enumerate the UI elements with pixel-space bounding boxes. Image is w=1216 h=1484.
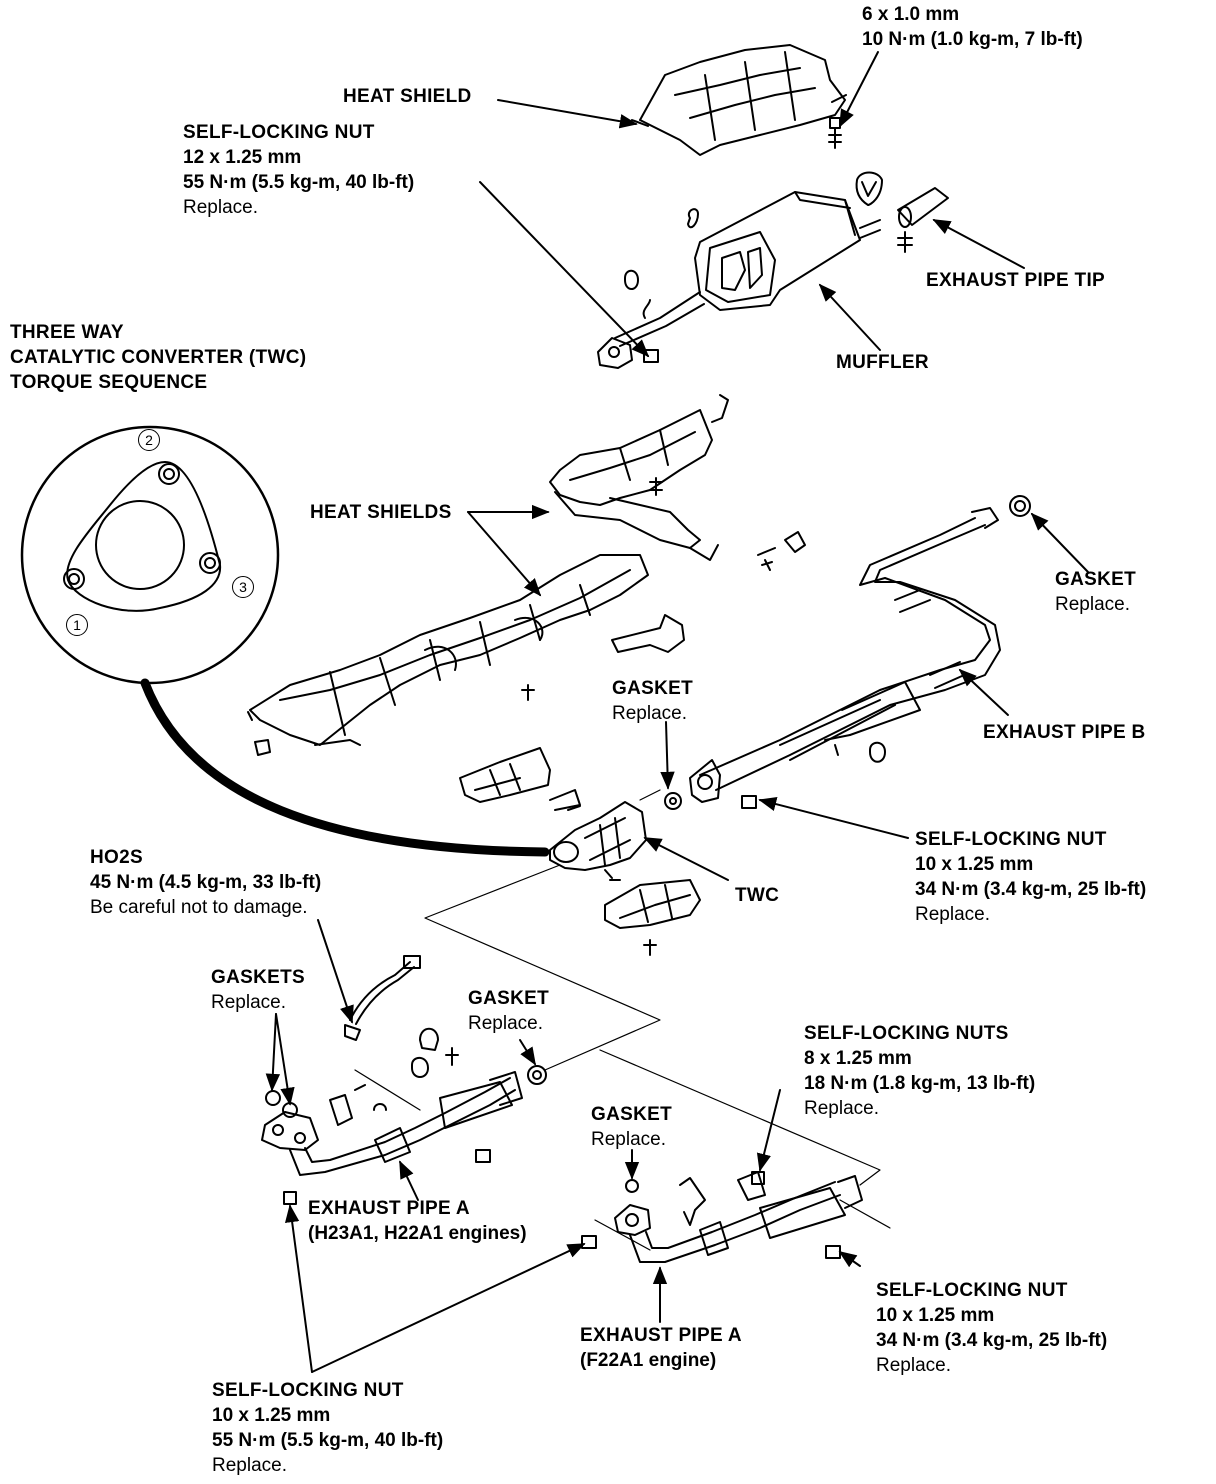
exhaust-pipe-b-label: EXHAUST PIPE B: [983, 720, 1146, 745]
twc-nut-label: SELF-LOCKING NUT 10 x 1.25 mm 34 N·m (3.…: [915, 827, 1146, 927]
gasket-a-top-note: Replace.: [468, 1013, 543, 1034]
top-bolt-label: 6 x 1.0 mm 10 N·m (1.0 kg-m, 7 lb-ft): [862, 2, 1083, 52]
gasket-f22-note: Replace.: [591, 1129, 666, 1150]
nut-right-bottom-size: 10 x 1.25 mm: [876, 1305, 995, 1326]
gasket-twc-title: GASKET: [612, 678, 693, 699]
sequence-number-3: 3: [232, 576, 254, 598]
nut-bottom-left-size: 10 x 1.25 mm: [212, 1405, 331, 1426]
twc-sequence-line1: THREE WAY: [10, 322, 124, 343]
nut-bottom-left-title: SELF-LOCKING NUT: [212, 1380, 404, 1401]
exhaust-pipe-a-f-label: EXHAUST PIPE A (F22A1 engine): [580, 1323, 742, 1373]
exhaust-pipe-a-h-part: [261, 1027, 547, 1205]
sequence-number-2: 2: [138, 429, 160, 451]
twc-nut-size: 10 x 1.25 mm: [915, 854, 1034, 875]
assembly-guide-lines: [354, 789, 891, 1251]
ho2s-note: Be careful not to damage.: [90, 897, 308, 918]
exhaust-pipe-b-part: [689, 495, 1031, 809]
muffler-heat-shield: [631, 44, 847, 156]
heat-shield-bracket: [611, 531, 806, 653]
muffler-hangers: [624, 171, 883, 290]
muffler-title: MUFFLER: [836, 352, 929, 373]
nuts-8-label: SELF-LOCKING NUTS 8 x 1.25 mm 18 N·m (1.…: [804, 1021, 1035, 1121]
heat-shields-title: HEAT SHIELDS: [310, 502, 452, 523]
ho2s-label: HO2S 45 N·m (4.5 kg-m, 33 lb-ft) Be care…: [90, 845, 321, 920]
twc-heat-shields: [459, 747, 701, 956]
exhaust-pipe-a-f-part: [581, 1171, 863, 1263]
nuts-8-title: SELF-LOCKING NUTS: [804, 1023, 1009, 1044]
twc-nut-title: SELF-LOCKING NUT: [915, 829, 1107, 850]
top-bolt: [828, 117, 842, 149]
upper-middle-heat-shield: [549, 394, 729, 561]
ho2s-title: HO2S: [90, 847, 143, 868]
muffler-nut-note: Replace.: [183, 197, 258, 218]
gasket-twc-note: Replace.: [612, 703, 687, 724]
twc-part: [549, 789, 647, 881]
muffler-nut-label: SELF-LOCKING NUT 12 x 1.25 mm 55 N·m (5.…: [183, 120, 414, 220]
muffler-label: MUFFLER: [836, 350, 929, 375]
exhaust-pipe-tip-title: EXHAUST PIPE TIP: [926, 270, 1106, 291]
heat-shield-label: HEAT SHIELD: [343, 84, 472, 109]
muffler-body: [614, 191, 881, 347]
exhaust-pipe-tip-part: [897, 187, 949, 253]
gaskets-a-title: GASKETS: [211, 967, 305, 988]
twc-nut-note: Replace.: [915, 904, 990, 925]
nut-right-bottom-label: SELF-LOCKING NUT 10 x 1.25 mm 34 N·m (3.…: [876, 1278, 1107, 1378]
twc-sequence-label: THREE WAY CATALYTIC CONVERTER (TWC) TORQ…: [10, 320, 306, 395]
twc-nut-torque: 34 N·m (3.4 kg-m, 25 lb-ft): [915, 879, 1147, 900]
gaskets-a-label: GASKETS Replace.: [211, 965, 305, 1015]
twc-sequence-line3: TORQUE SEQUENCE: [10, 372, 208, 393]
gasket-a-top-label: GASKET Replace.: [468, 986, 549, 1036]
ho2s-part: [344, 955, 421, 1041]
nut-bottom-left-torque: 55 N·m (5.5 kg-m, 40 lb-ft): [212, 1430, 444, 1451]
gasket-f22-title: GASKET: [591, 1104, 672, 1125]
muffler-nut-title: SELF-LOCKING NUT: [183, 122, 375, 143]
gasket-a-top-title: GASKET: [468, 988, 549, 1009]
top-bolt-size: 6 x 1.0 mm: [862, 4, 960, 25]
gasket-b-note: Replace.: [1055, 594, 1130, 615]
gaskets-a-note: Replace.: [211, 992, 286, 1013]
leader-arrows: [265, 51, 1089, 1373]
nut-bottom-left-note: Replace.: [212, 1455, 287, 1476]
nut-bottom-left-label: SELF-LOCKING NUT 10 x 1.25 mm 55 N·m (5.…: [212, 1378, 443, 1478]
top-bolt-torque: 10 N·m (1.0 kg-m, 7 lb-ft): [862, 29, 1083, 50]
gasket-f22-label: GASKET Replace.: [591, 1102, 672, 1152]
nuts-8-torque: 18 N·m (1.8 kg-m, 13 lb-ft): [804, 1073, 1036, 1094]
heat-shields-label: HEAT SHIELDS: [310, 500, 452, 525]
nut-right-bottom-title: SELF-LOCKING NUT: [876, 1280, 1068, 1301]
gasket-twc-label: GASKET Replace.: [612, 676, 693, 726]
heat-shield-title: HEAT SHIELD: [343, 86, 472, 107]
twc-gasket-part: [664, 792, 682, 810]
exhaust-pipe-a-f-engines: (F22A1 engine): [580, 1350, 717, 1371]
twc-title: TWC: [735, 885, 780, 906]
sequence-number-1: 1: [66, 614, 88, 636]
exhaust-pipe-b-title: EXHAUST PIPE B: [983, 722, 1146, 743]
gasket-b-title: GASKET: [1055, 569, 1136, 590]
nut-right-bottom-note: Replace.: [876, 1355, 951, 1376]
exhaust-pipe-tip-label: EXHAUST PIPE TIP: [926, 268, 1105, 293]
twc-label: TWC: [735, 883, 779, 908]
exhaust-pipe-a-h-label: EXHAUST PIPE A (H23A1, H22A1 engines): [308, 1196, 527, 1246]
nuts-8-size: 8 x 1.25 mm: [804, 1048, 912, 1069]
exhaust-pipe-a-h-engines: (H23A1, H22A1 engines): [308, 1223, 527, 1244]
small-hardware-bolts: [254, 477, 886, 763]
exhaust-pipe-a-h-title: EXHAUST PIPE A: [308, 1198, 470, 1219]
twc-sequence-line2: CATALYTIC CONVERTER (TWC): [10, 347, 307, 368]
torque-sequence-detail: [20, 425, 550, 857]
muffler-nut-torque: 55 N·m (5.5 kg-m, 40 lb-ft): [183, 172, 415, 193]
exhaust-pipe-a-f-title: EXHAUST PIPE A: [580, 1325, 742, 1346]
gasket-b-label: GASKET Replace.: [1055, 567, 1136, 617]
nut-right-bottom-torque: 34 N·m (3.4 kg-m, 25 lb-ft): [876, 1330, 1108, 1351]
lower-middle-heat-shield: [247, 554, 649, 746]
nuts-8-note: Replace.: [804, 1098, 879, 1119]
muffler-nut-size: 12 x 1.25 mm: [183, 147, 302, 168]
ho2s-torque: 45 N·m (4.5 kg-m, 33 lb-ft): [90, 872, 322, 893]
